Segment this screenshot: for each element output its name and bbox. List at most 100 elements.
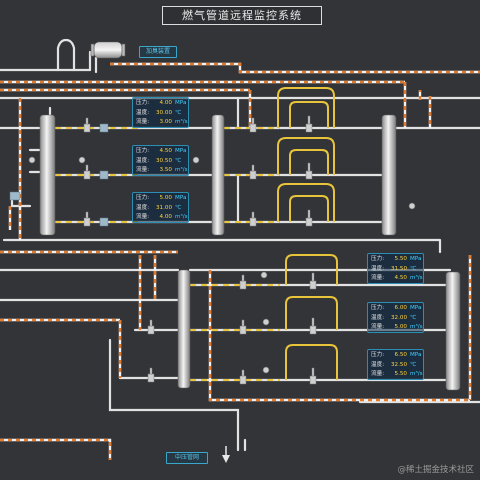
pressure-label: 压力: [371, 305, 385, 311]
pressure-label: 压力: [136, 100, 150, 106]
valve-icon [83, 211, 91, 227]
vessels [39, 41, 461, 391]
valve-icon [249, 211, 257, 227]
valve-icon [249, 164, 257, 180]
flow-label: 流量: [371, 324, 385, 330]
valve-icon [147, 367, 155, 383]
temperature-value: 30.50 [155, 157, 172, 164]
pressure-value: 5.50 [394, 256, 407, 262]
flow-unit: m³/s [410, 275, 423, 281]
pressure-value: 4.50 [159, 148, 172, 154]
pressure-value: 6.00 [394, 305, 407, 311]
valve-icon [305, 115, 313, 133]
temperature-unit: ℃ [175, 109, 182, 116]
temperature-value: 32.50 [390, 361, 407, 368]
temperature-unit: ℃ [175, 204, 182, 211]
flow-label: 流量: [371, 371, 385, 377]
pressure-label: 压力: [136, 195, 150, 201]
valves [83, 115, 317, 385]
valve-icon [305, 209, 313, 227]
gauge-icon [28, 156, 36, 164]
arrow-down-icon [222, 455, 230, 463]
pressure-value: 4.00 [159, 100, 172, 106]
pressure-unit: MPa [175, 100, 187, 106]
pressure-unit: MPa [175, 195, 187, 201]
flowmeters [9, 123, 109, 227]
gauge-icon [262, 366, 270, 374]
valve-icon [249, 117, 257, 133]
vessel-icon [211, 114, 225, 236]
flow-label: 流量: [136, 167, 150, 173]
gauge-icon [192, 156, 200, 164]
gauge-icon [408, 202, 416, 210]
flow-unit: m³/s [410, 371, 423, 377]
pressure-unit: MPa [410, 352, 422, 358]
vessel-icon [177, 269, 191, 389]
flow-value: 3.50 [159, 167, 172, 173]
vessel-icon [381, 114, 397, 236]
flow-value: 5.50 [394, 371, 407, 377]
pressure-label: 压力: [136, 148, 150, 154]
orange-pipes [0, 62, 480, 460]
pressure-label: 压力: [371, 256, 385, 262]
flowmeter-icon [99, 217, 109, 227]
temperature-unit: ℃ [410, 314, 417, 321]
yellow-pipes [55, 87, 338, 381]
pressure-unit: MPa [410, 256, 422, 262]
temperature-label: 温度: [136, 204, 150, 211]
valve-icon [239, 369, 247, 385]
watermark: @稀土掘金技术社区 [397, 465, 474, 475]
flow-label: 流量: [371, 275, 385, 281]
pressure-value: 5.00 [159, 195, 172, 201]
pressure-unit: MPa [175, 148, 187, 154]
flow-unit: m³/s [175, 214, 188, 220]
gauge-icon [260, 271, 268, 279]
flowmeter-icon [99, 123, 109, 133]
medium-pressure-tag[interactable]: 中压管网 [166, 452, 208, 464]
temperature-unit: ℃ [175, 157, 182, 164]
valve-icon [239, 274, 247, 290]
flow-value: 4.50 [394, 275, 407, 281]
temperature-value: 31.00 [155, 204, 172, 211]
temperature-unit: ℃ [410, 265, 417, 272]
temperature-label: 温度: [136, 109, 150, 116]
temperature-label: 温度: [371, 314, 385, 321]
pressure-value: 6.50 [394, 352, 407, 358]
flow-unit: m³/s [410, 324, 423, 330]
valve-icon [239, 319, 247, 335]
vessel-icon [445, 271, 461, 391]
flow-label: 流量: [136, 214, 150, 220]
temperature-unit: ℃ [410, 361, 417, 368]
gauge-icon [262, 318, 270, 326]
temperature-value: 32.00 [390, 314, 407, 321]
valve-icon [83, 164, 91, 180]
flow-value: 3.00 [159, 119, 172, 125]
vessel-icon [39, 114, 56, 236]
temperature-label: 温度: [136, 157, 150, 164]
tank-icon [93, 41, 123, 59]
gauge-icon [78, 156, 86, 164]
pressure-unit: MPa [410, 305, 422, 311]
flow-label: 流量: [136, 119, 150, 125]
flowmeter-icon [9, 191, 21, 201]
flowmeter-icon [99, 170, 109, 180]
valve-icon [147, 319, 155, 335]
temperature-label: 温度: [371, 361, 385, 368]
temperature-label: 温度: [371, 265, 385, 272]
valve-icon [83, 117, 91, 133]
flow-unit: m³/s [175, 119, 188, 125]
flow-value: 5.00 [394, 324, 407, 330]
flow-unit: m³/s [175, 167, 188, 173]
valve-icon [305, 162, 313, 180]
valve-icon [309, 272, 317, 290]
page-title: 燃气管道远程监控系统 [162, 6, 322, 25]
odorizer-tag[interactable]: 加臭装置 [139, 46, 177, 58]
temperature-value: 31.50 [390, 265, 407, 272]
